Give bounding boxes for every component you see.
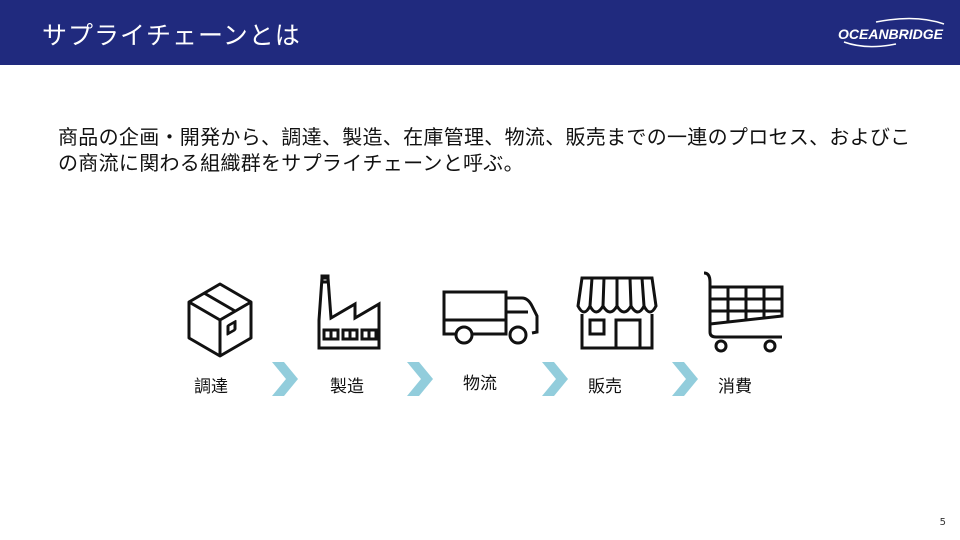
step-label-sales: 販売 [588,377,622,397]
cart-icon [703,271,784,353]
description-text: 商品の企画・開発から、調達、製造、在庫管理、物流、販売までの一連のプロセス、およ… [58,125,911,175]
chevron-right-icon [672,362,698,396]
step-label-manufacturing: 製造 [330,377,364,397]
header-bar: サプライチェーンとは OCEANBRIDGE [0,0,960,65]
slide-title: サプライチェーンとは [42,21,301,50]
chevron-right-icon [542,362,568,396]
factory-icon [317,274,381,350]
truck-icon [442,290,539,345]
page-number: 5 [939,517,946,528]
step-label-logistics: 物流 [463,374,497,394]
svg-text:OCEANBRIDGE: OCEANBRIDGE [838,26,944,42]
step-label-procurement: 調達 [194,377,228,397]
step-label-consumption: 消費 [718,377,752,397]
oceanbridge-logo: OCEANBRIDGE [838,17,945,48]
store-icon [576,276,658,350]
chevron-right-icon [407,362,433,396]
box-icon [187,282,253,358]
chevron-right-icon [272,362,298,396]
